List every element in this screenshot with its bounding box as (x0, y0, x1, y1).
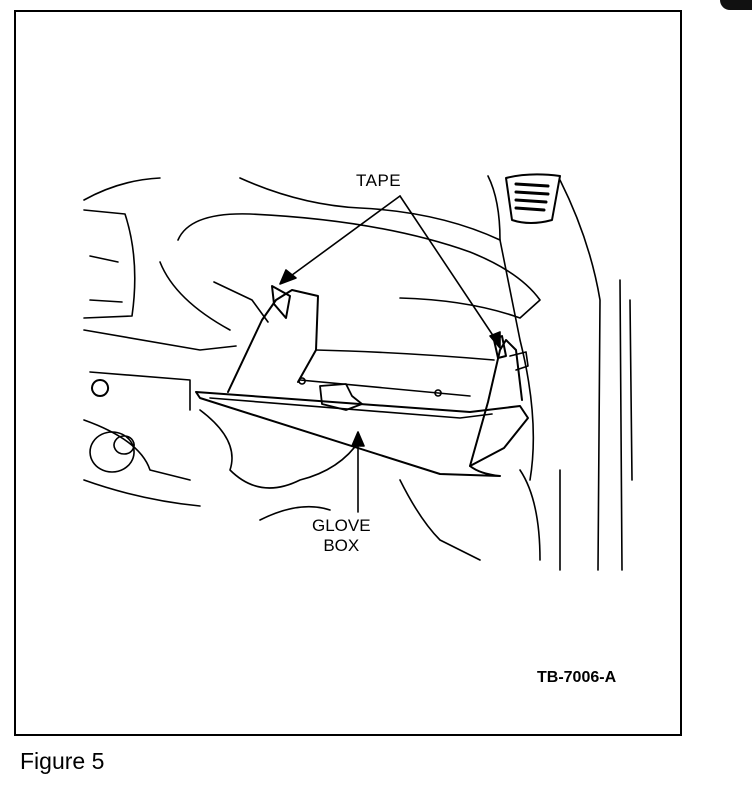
lower-dash-curve (199, 409, 361, 489)
dashboard-left-panel (83, 209, 136, 319)
lower-dash-left (83, 329, 237, 411)
drawing-code: TB-7006-A (537, 669, 617, 686)
tape-arrows (279, 195, 501, 349)
dashboard-left-panel-inner (89, 255, 123, 303)
right-pillar-edge (559, 179, 601, 571)
vent-icon (505, 173, 561, 224)
glove-box-floor (299, 349, 495, 397)
glove-box-label: GLOVE BOX (312, 516, 371, 556)
glove-box-door-inner (209, 397, 493, 419)
glove-box-latch (319, 383, 363, 411)
glove-box-arrow (351, 431, 365, 513)
dash-lower-brow (159, 261, 231, 331)
glove-box-label-line1: GLOVE (312, 516, 371, 535)
lower-left-cylinder (89, 431, 135, 473)
lower-dash-contour (259, 479, 481, 561)
figure-caption: Figure 5 (20, 748, 105, 774)
right-trim (619, 279, 633, 571)
tape-label: TAPE (356, 171, 402, 190)
tape-left-strip (271, 285, 291, 319)
glove-box-left-wall (227, 289, 319, 393)
dashboard-top-contour (83, 177, 501, 241)
glove-box-left-hinge (213, 281, 269, 323)
left-knob (91, 379, 109, 397)
right-clip (509, 351, 529, 371)
right-pillar (487, 175, 535, 481)
lower-left-panels (83, 419, 201, 507)
glove-box-door (195, 391, 529, 477)
floor-holes (298, 377, 442, 397)
dash-brow (177, 213, 541, 319)
corner-mark (720, 0, 752, 10)
figure-frame (14, 10, 682, 736)
glove-box-label-line2: BOX (323, 536, 360, 555)
lower-right-edge (519, 469, 561, 571)
